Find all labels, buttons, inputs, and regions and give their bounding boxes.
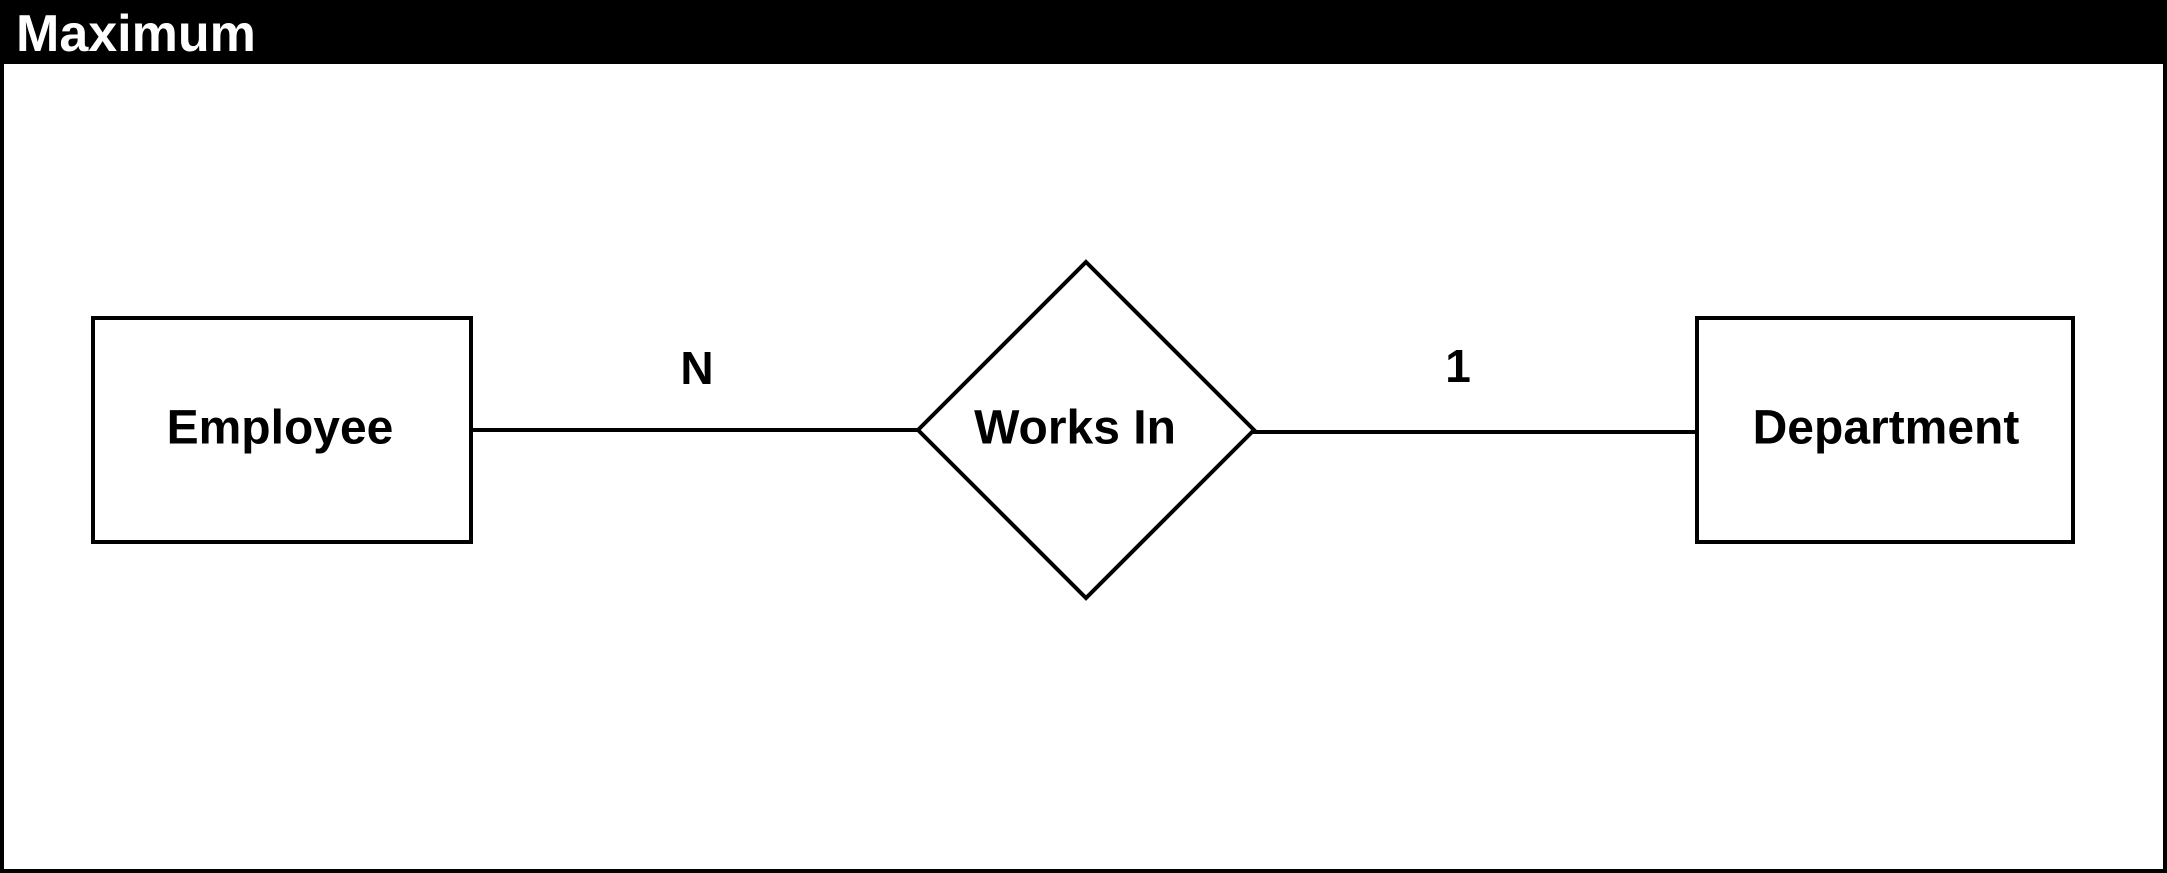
frame-title: Maximum xyxy=(16,5,256,63)
title-bar: Maximum xyxy=(4,4,2167,64)
entity-employee-box xyxy=(91,316,473,544)
entity-employee[interactable]: Employee xyxy=(91,316,473,544)
cardinality-n-label: N xyxy=(680,342,713,394)
relationship-diamond xyxy=(915,259,1257,601)
entity-employee-label: Employee xyxy=(167,402,394,455)
relationship-works-in[interactable]: Works In xyxy=(915,259,1257,601)
entity-department[interactable]: Department xyxy=(1695,316,2075,544)
relationship-label: Works In xyxy=(974,402,1176,455)
cardinality-1-label: 1 xyxy=(1445,340,1471,392)
entity-department-box xyxy=(1695,316,2075,544)
entity-department-label: Department xyxy=(1753,402,2020,455)
